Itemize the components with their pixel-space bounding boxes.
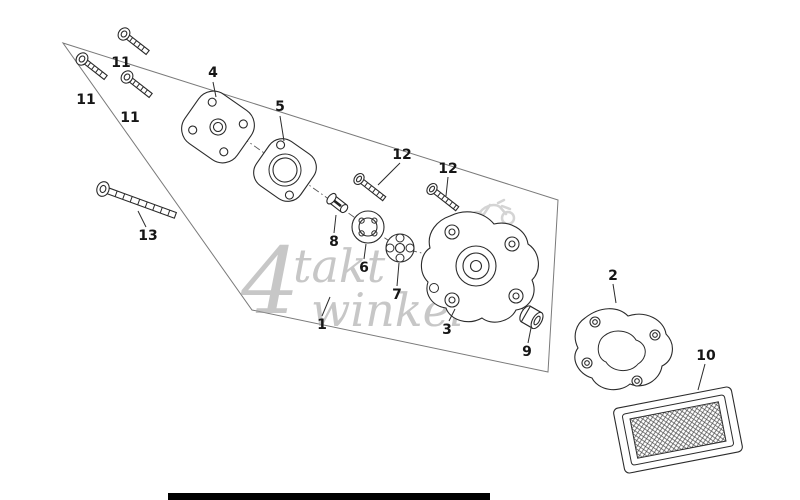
part-10-filter-screen xyxy=(613,386,743,474)
leader-lines xyxy=(137,81,706,391)
part-11-bolt-a xyxy=(117,27,150,56)
label-8: 8 xyxy=(329,234,339,250)
part-9-plug xyxy=(519,305,544,330)
part-6-outer-rotor xyxy=(351,210,385,244)
label-2: 2 xyxy=(608,268,618,284)
part-2-gasket xyxy=(574,308,673,391)
label-4: 4 xyxy=(208,65,218,81)
watermark-takt: takt xyxy=(293,239,386,293)
part-5-gasket xyxy=(253,138,317,202)
label-6: 6 xyxy=(359,260,369,276)
label-12-b: 12 xyxy=(438,161,457,177)
label-11-a: 11 xyxy=(111,55,130,71)
bottom-bar xyxy=(168,493,490,500)
label-12-a: 12 xyxy=(392,147,411,163)
label-3: 3 xyxy=(442,322,452,338)
part-8-fitting xyxy=(326,192,349,214)
part-3-pump-body xyxy=(420,211,539,323)
label-1: 1 xyxy=(317,317,327,333)
watermark-4: 4 xyxy=(240,228,300,335)
part-12-screw-a xyxy=(353,172,387,202)
part-8-slot xyxy=(333,199,342,208)
label-11-b: 11 xyxy=(76,92,95,108)
label-11-c: 11 xyxy=(120,110,139,126)
part-12-screw-b xyxy=(426,182,460,212)
label-13: 13 xyxy=(138,228,157,244)
part-11-bolt-c xyxy=(120,70,153,99)
part-11-bolt-b xyxy=(75,52,108,81)
part-7-inner-rotor xyxy=(385,233,415,263)
label-10: 10 xyxy=(696,348,716,364)
watermark-text: 4 takt winkel xyxy=(240,228,465,337)
label-7: 7 xyxy=(392,287,402,303)
diagram-boundary-outline xyxy=(61,42,559,373)
part-number-labels: 11 11 11 13 4 5 8 6 7 12 12 1 3 9 2 10 xyxy=(76,55,716,364)
label-9: 9 xyxy=(522,344,532,360)
part-4-cover-plate xyxy=(181,90,255,164)
part-13-bolt xyxy=(96,181,178,219)
label-5: 5 xyxy=(275,99,285,115)
filter-mesh xyxy=(629,401,727,459)
